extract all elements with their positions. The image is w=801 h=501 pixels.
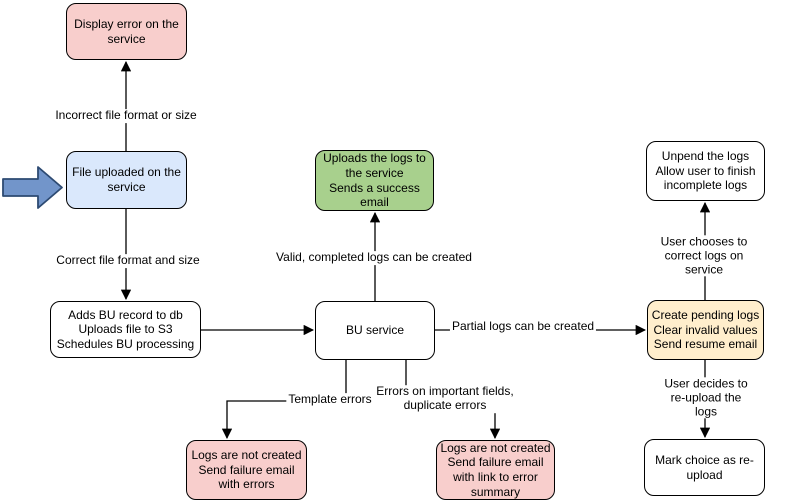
node-label: Logs are not created Send failure email … bbox=[440, 440, 551, 499]
node-label: Mark choice as re- upload bbox=[655, 452, 754, 482]
edge-label-template-errors: Template errors bbox=[286, 392, 374, 407]
node-logs-not-created-with-errors: Logs are not created Send failure email … bbox=[186, 440, 307, 500]
node-logs-not-created-error-summary: Logs are not created Send failure email … bbox=[436, 440, 555, 500]
node-label: Unpend the logs Allow user to finish inc… bbox=[655, 149, 756, 193]
node-label: BU service bbox=[345, 323, 404, 338]
node-label: Adds BU record to db Uploads file to S3 … bbox=[56, 307, 195, 351]
node-unpend-the-logs: Unpend the logs Allow user to finish inc… bbox=[646, 141, 765, 201]
node-uploads-logs-success-email: Uploads the logs to the service Sends a … bbox=[315, 150, 434, 211]
node-label: Display error on the service bbox=[74, 16, 179, 46]
node-label: Create pending logs Clear invalid values… bbox=[651, 308, 760, 352]
edge-label-user-corrects-on-service: User chooses to correct logs on service bbox=[655, 234, 753, 277]
node-display-error-on-service: Display error on the service bbox=[66, 3, 187, 60]
node-create-pending-logs: Create pending logs Clear invalid values… bbox=[647, 300, 764, 360]
edge-label-user-reuploads: User decides to re-upload the logs bbox=[658, 376, 754, 419]
entry-thick-right-arrow-icon bbox=[2, 166, 63, 209]
edge-label-incorrect-file: Incorrect file format or size bbox=[53, 108, 199, 123]
edge-label-correct-file: Correct file format and size bbox=[54, 253, 202, 268]
node-file-uploaded-on-service: File uploaded on the service bbox=[66, 151, 187, 209]
node-label: Uploads the logs to the service Sends a … bbox=[323, 151, 426, 210]
node-adds-bu-record: Adds BU record to db Uploads file to S3 … bbox=[50, 301, 201, 358]
node-label: File uploaded on the service bbox=[72, 165, 181, 194]
node-bu-service: BU service bbox=[315, 301, 435, 360]
edge-label-valid-completed-logs: Valid, completed logs can be created bbox=[274, 250, 474, 265]
edge-label-partial-logs: Partial logs can be created bbox=[449, 319, 597, 334]
node-mark-choice-reupload: Mark choice as re- upload bbox=[644, 439, 765, 496]
node-label: Logs are not created Send failure email … bbox=[191, 448, 302, 492]
edge-label-important-field-errors: Errors on important fields, duplicate er… bbox=[374, 384, 516, 413]
